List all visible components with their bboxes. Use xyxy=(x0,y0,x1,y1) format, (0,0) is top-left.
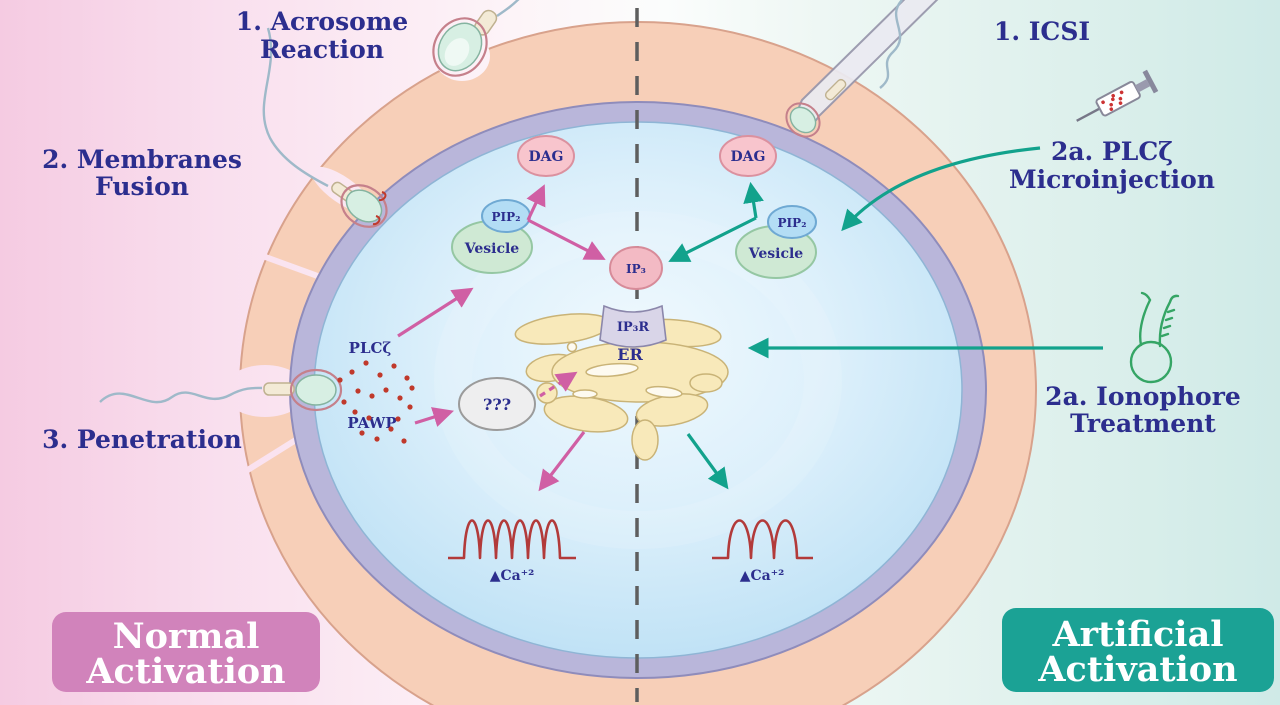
arrow-pip2-to-dag-right xyxy=(743,181,764,219)
vesicle-left-label: Vesicle xyxy=(464,241,520,257)
ip3-receptor-channel xyxy=(599,304,667,348)
label-acrosome-reaction-line2: Reaction xyxy=(260,35,384,64)
sperm-penetration xyxy=(99,368,343,412)
er-label: ER xyxy=(617,345,643,364)
arrow-pawp-to-unknown xyxy=(414,407,454,427)
calcium-wave-left xyxy=(448,519,576,560)
normal-activation-line2: Activation xyxy=(85,651,285,692)
label-icsi: 1. ICSI xyxy=(994,17,1090,46)
artificial-activation-line1: Artificial xyxy=(1051,614,1223,655)
pip2-right-oval xyxy=(767,205,817,239)
pawp-inline-label: PAWP xyxy=(347,414,396,432)
label-membranes-fusion-line2: Fusion xyxy=(95,172,189,201)
dag-right-oval xyxy=(719,135,777,177)
arrow-unknown-to-er xyxy=(539,371,578,398)
label-membranes-fusion-line1: 2. Membranes xyxy=(42,145,242,174)
calcium-label-right: ▲Ca⁺² xyxy=(740,568,785,584)
arrow-pip2-to-ip3-left xyxy=(527,218,606,260)
normal-activation-line1: Normal xyxy=(113,616,260,657)
label-penetration: 3. Penetration xyxy=(42,425,242,454)
calcium-label-left: ▲Ca⁺² xyxy=(490,568,535,584)
unknown-factor-label: ??? xyxy=(483,395,511,414)
dag-left-label: DAG xyxy=(529,149,564,165)
sperm-acrosome-reaction xyxy=(432,0,520,77)
normal-activation-badge: Normal Activation xyxy=(52,612,320,692)
pip2-left-label: PIP₂ xyxy=(492,210,521,224)
ip3r-label: IP₃R xyxy=(617,320,650,335)
arrow-pip2-to-dag-left xyxy=(526,184,546,221)
sperm-factor-dots xyxy=(337,360,415,444)
sperm-membrane-fusion xyxy=(262,27,388,228)
arrow-er-to-calcium-right xyxy=(686,433,729,490)
pipette-sperm xyxy=(785,0,903,138)
label-ionophore-treatment-line2: Treatment xyxy=(1070,409,1216,438)
dag-left-oval xyxy=(517,135,575,177)
dag-right-label: DAG xyxy=(731,149,766,165)
artificial-activation-line2: Activation xyxy=(1037,649,1237,690)
arrow-pip2-to-ip3-right xyxy=(668,216,757,262)
calcium-wave-right xyxy=(712,519,813,560)
ionophore-flask-icon xyxy=(1129,291,1180,384)
plcz-inline-label: PLCζ xyxy=(349,339,392,357)
label-ionophore-treatment-line1: 2a. Ionophore xyxy=(1045,382,1241,411)
arrow-plcz-to-vesicle xyxy=(397,287,474,338)
fusion-squiggles xyxy=(372,191,387,226)
ip3-oval xyxy=(609,246,663,290)
pip2-right-label: PIP₂ xyxy=(778,216,807,230)
label-acrosome-reaction-line1: 1. Acrosome xyxy=(236,7,408,36)
arrow-microinjection-to-vesicle xyxy=(841,146,1041,232)
syringe-icon xyxy=(1076,69,1159,122)
unknown-factor-oval xyxy=(458,377,536,431)
ip3-label: IP₃ xyxy=(626,262,646,276)
label-plcz-microinjection-line1: 2a. PLCζ xyxy=(1051,137,1173,166)
label-plcz-microinjection-line2: Microinjection xyxy=(1009,165,1215,194)
arrow-er-to-calcium-left xyxy=(538,431,586,492)
artificial-activation-badge: Artificial Activation xyxy=(1002,608,1274,692)
icsi-pipette xyxy=(785,0,939,138)
vesicle-right-label: Vesicle xyxy=(748,246,804,262)
